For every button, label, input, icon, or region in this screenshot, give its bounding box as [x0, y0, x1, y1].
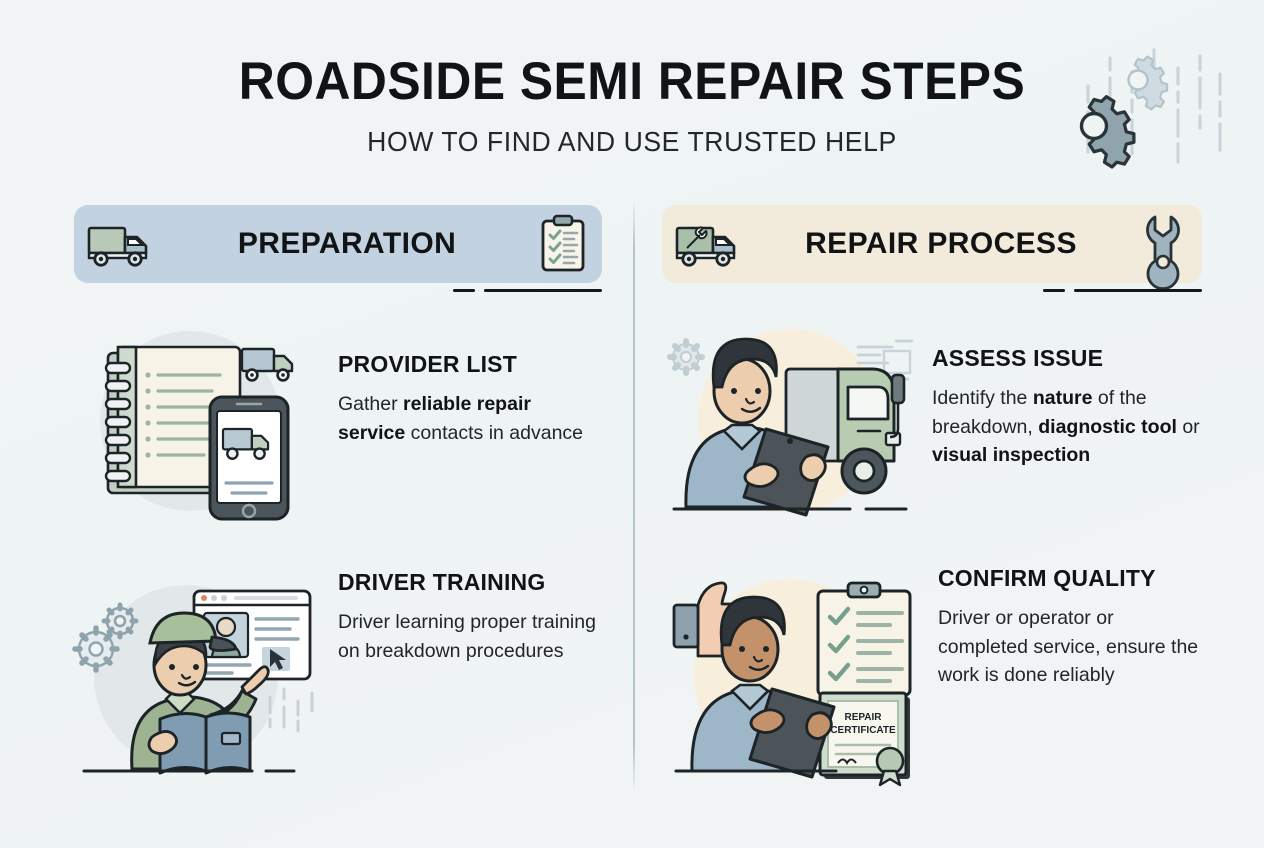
item-title-provider-list: PROVIDER LIST: [338, 351, 517, 377]
clipboard-checklist-icon: [524, 214, 602, 274]
item-title-assess-issue: ASSESS ISSUE: [932, 345, 1104, 371]
item-body-assess-issue: Identify the nature of the breakdown, di…: [932, 387, 1200, 467]
page-header: ROADSIDE SEMI REPAIR STEPS HOW TO FIND A…: [0, 54, 1264, 158]
column-repair-process: REPAIR PROCESS: [662, 205, 1202, 787]
item-assess-issue: ASSESS ISSUE Identify the nature of the …: [662, 321, 1202, 521]
truck-wrench-icon: [662, 221, 758, 267]
page-title: ROADSIDE SEMI REPAIR STEPS: [238, 52, 1026, 111]
notebook-phone-truck-illustration: [74, 325, 326, 521]
item-provider-list: PROVIDER LIST Gather reliable repair ser…: [74, 325, 602, 521]
gear-icon-small: [101, 602, 139, 640]
banner-preparation: PREPARATION: [74, 205, 602, 292]
small-truck-icon: [240, 347, 294, 382]
item-title-confirm-quality: CONFIRM QUALITY: [938, 565, 1156, 591]
box-truck-icon: [74, 221, 170, 267]
technician-tablet-truck-illustration: [662, 321, 920, 521]
item-inspector-certificate: REPAIR CERTIFICATE: [662, 565, 1202, 787]
driver-reading-manual-illustration: [72, 569, 324, 779]
inspector-certificate-illustration: REPAIR CERTIFICATE: [662, 565, 924, 787]
banner-label-repair-process: REPAIR PROCESS: [805, 227, 1077, 260]
page-subtitle: HOW TO FIND AND USE TRUSTED HELP: [367, 125, 897, 157]
banner-underline-repair-process: [662, 288, 1202, 292]
wrench-icon: [1124, 213, 1202, 291]
item-body-provider-list: Gather reliable repair service contacts …: [338, 393, 584, 444]
item-title-driver-training: DRIVER TRAINING: [338, 569, 546, 595]
item-driver-training: DRIVER TRAINING Driver learning proper t…: [72, 569, 602, 779]
banner-repair-process: REPAIR PROCESS: [662, 205, 1202, 292]
item-body-confirm-quality: Driver or operator or completed service,…: [938, 607, 1199, 687]
underline-dash-long: [484, 288, 602, 292]
banner-underline-preparation: [74, 288, 602, 292]
certificate-line-1: REPAIR: [844, 712, 882, 723]
underline-dash-short: [453, 288, 475, 292]
column-preparation: PREPARATION: [72, 205, 602, 779]
banner-label-preparation: PREPARATION: [237, 227, 457, 260]
column-divider: [633, 200, 635, 792]
gear-icon-small: [667, 338, 705, 376]
underline-dash-short: [1043, 288, 1065, 292]
certificate-line-2: CERTIFICATE: [830, 725, 896, 736]
underline-dash-long: [1074, 288, 1202, 292]
gear-icon-small-2: [72, 625, 120, 673]
item-body-driver-training: Driver learning proper training on break…: [338, 611, 596, 662]
